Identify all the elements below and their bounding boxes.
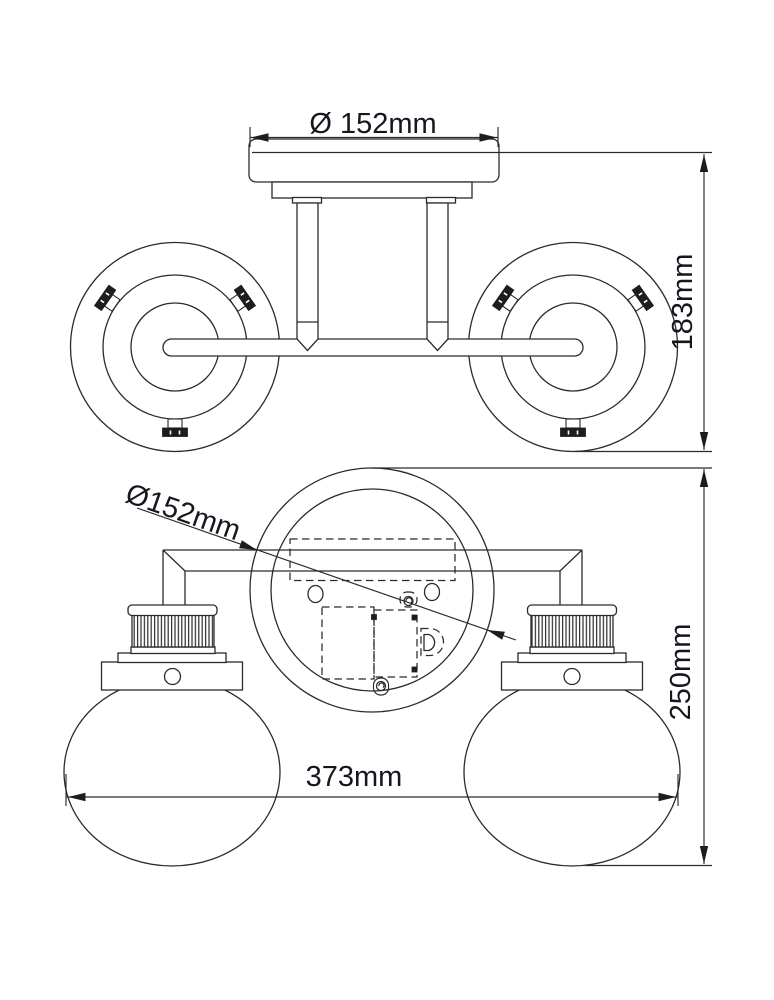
globe-right [463,677,681,867]
knurled-cap-left [131,614,215,648]
screw-hole-right [423,582,441,602]
top-view-stem-left [296,202,319,352]
dimension-overall-height: 250mm [372,467,712,867]
cable-clip [420,627,445,657]
canopy-diameter-label: Ø 152mm [309,108,436,140]
glass-clamp-icons [93,284,655,438]
top-view-cross-arm [162,338,584,357]
top-view-stem-right [426,202,449,352]
mounting-strap-hidden [289,538,456,582]
screw-hole-left [307,584,324,604]
top-view: Ø 152mm 183mm [69,108,712,453]
overall-width-label: 373mm [306,761,403,793]
knurled-cap-right [530,614,614,648]
backplate-diameter-label: Ø152mm [121,478,244,547]
top-view-canopy [248,138,500,183]
junction-box-hidden [321,591,445,696]
dimension-canopy-diameter: Ø 152mm [249,108,499,147]
top-view-canopy-flange [271,181,473,199]
stem-collar-left [291,196,323,204]
projection-depth-label: 183mm [667,254,699,351]
stem-collar-right [425,196,457,204]
front-view-cross-bar [162,549,583,605]
socket-assembly-right [500,604,644,691]
overall-height-label: 250mm [665,624,697,721]
socket-assembly-left [100,604,244,691]
thumbscrew-left [163,667,182,686]
ground-screw-bottom [372,677,390,696]
dimension-projection-depth: 183mm [575,154,712,453]
thumbscrew-right [563,667,581,686]
front-view: Ø152mm 250mm 373mm [63,467,712,867]
globe-left [63,677,281,867]
dimension-overall-width: 373mm [65,761,679,806]
